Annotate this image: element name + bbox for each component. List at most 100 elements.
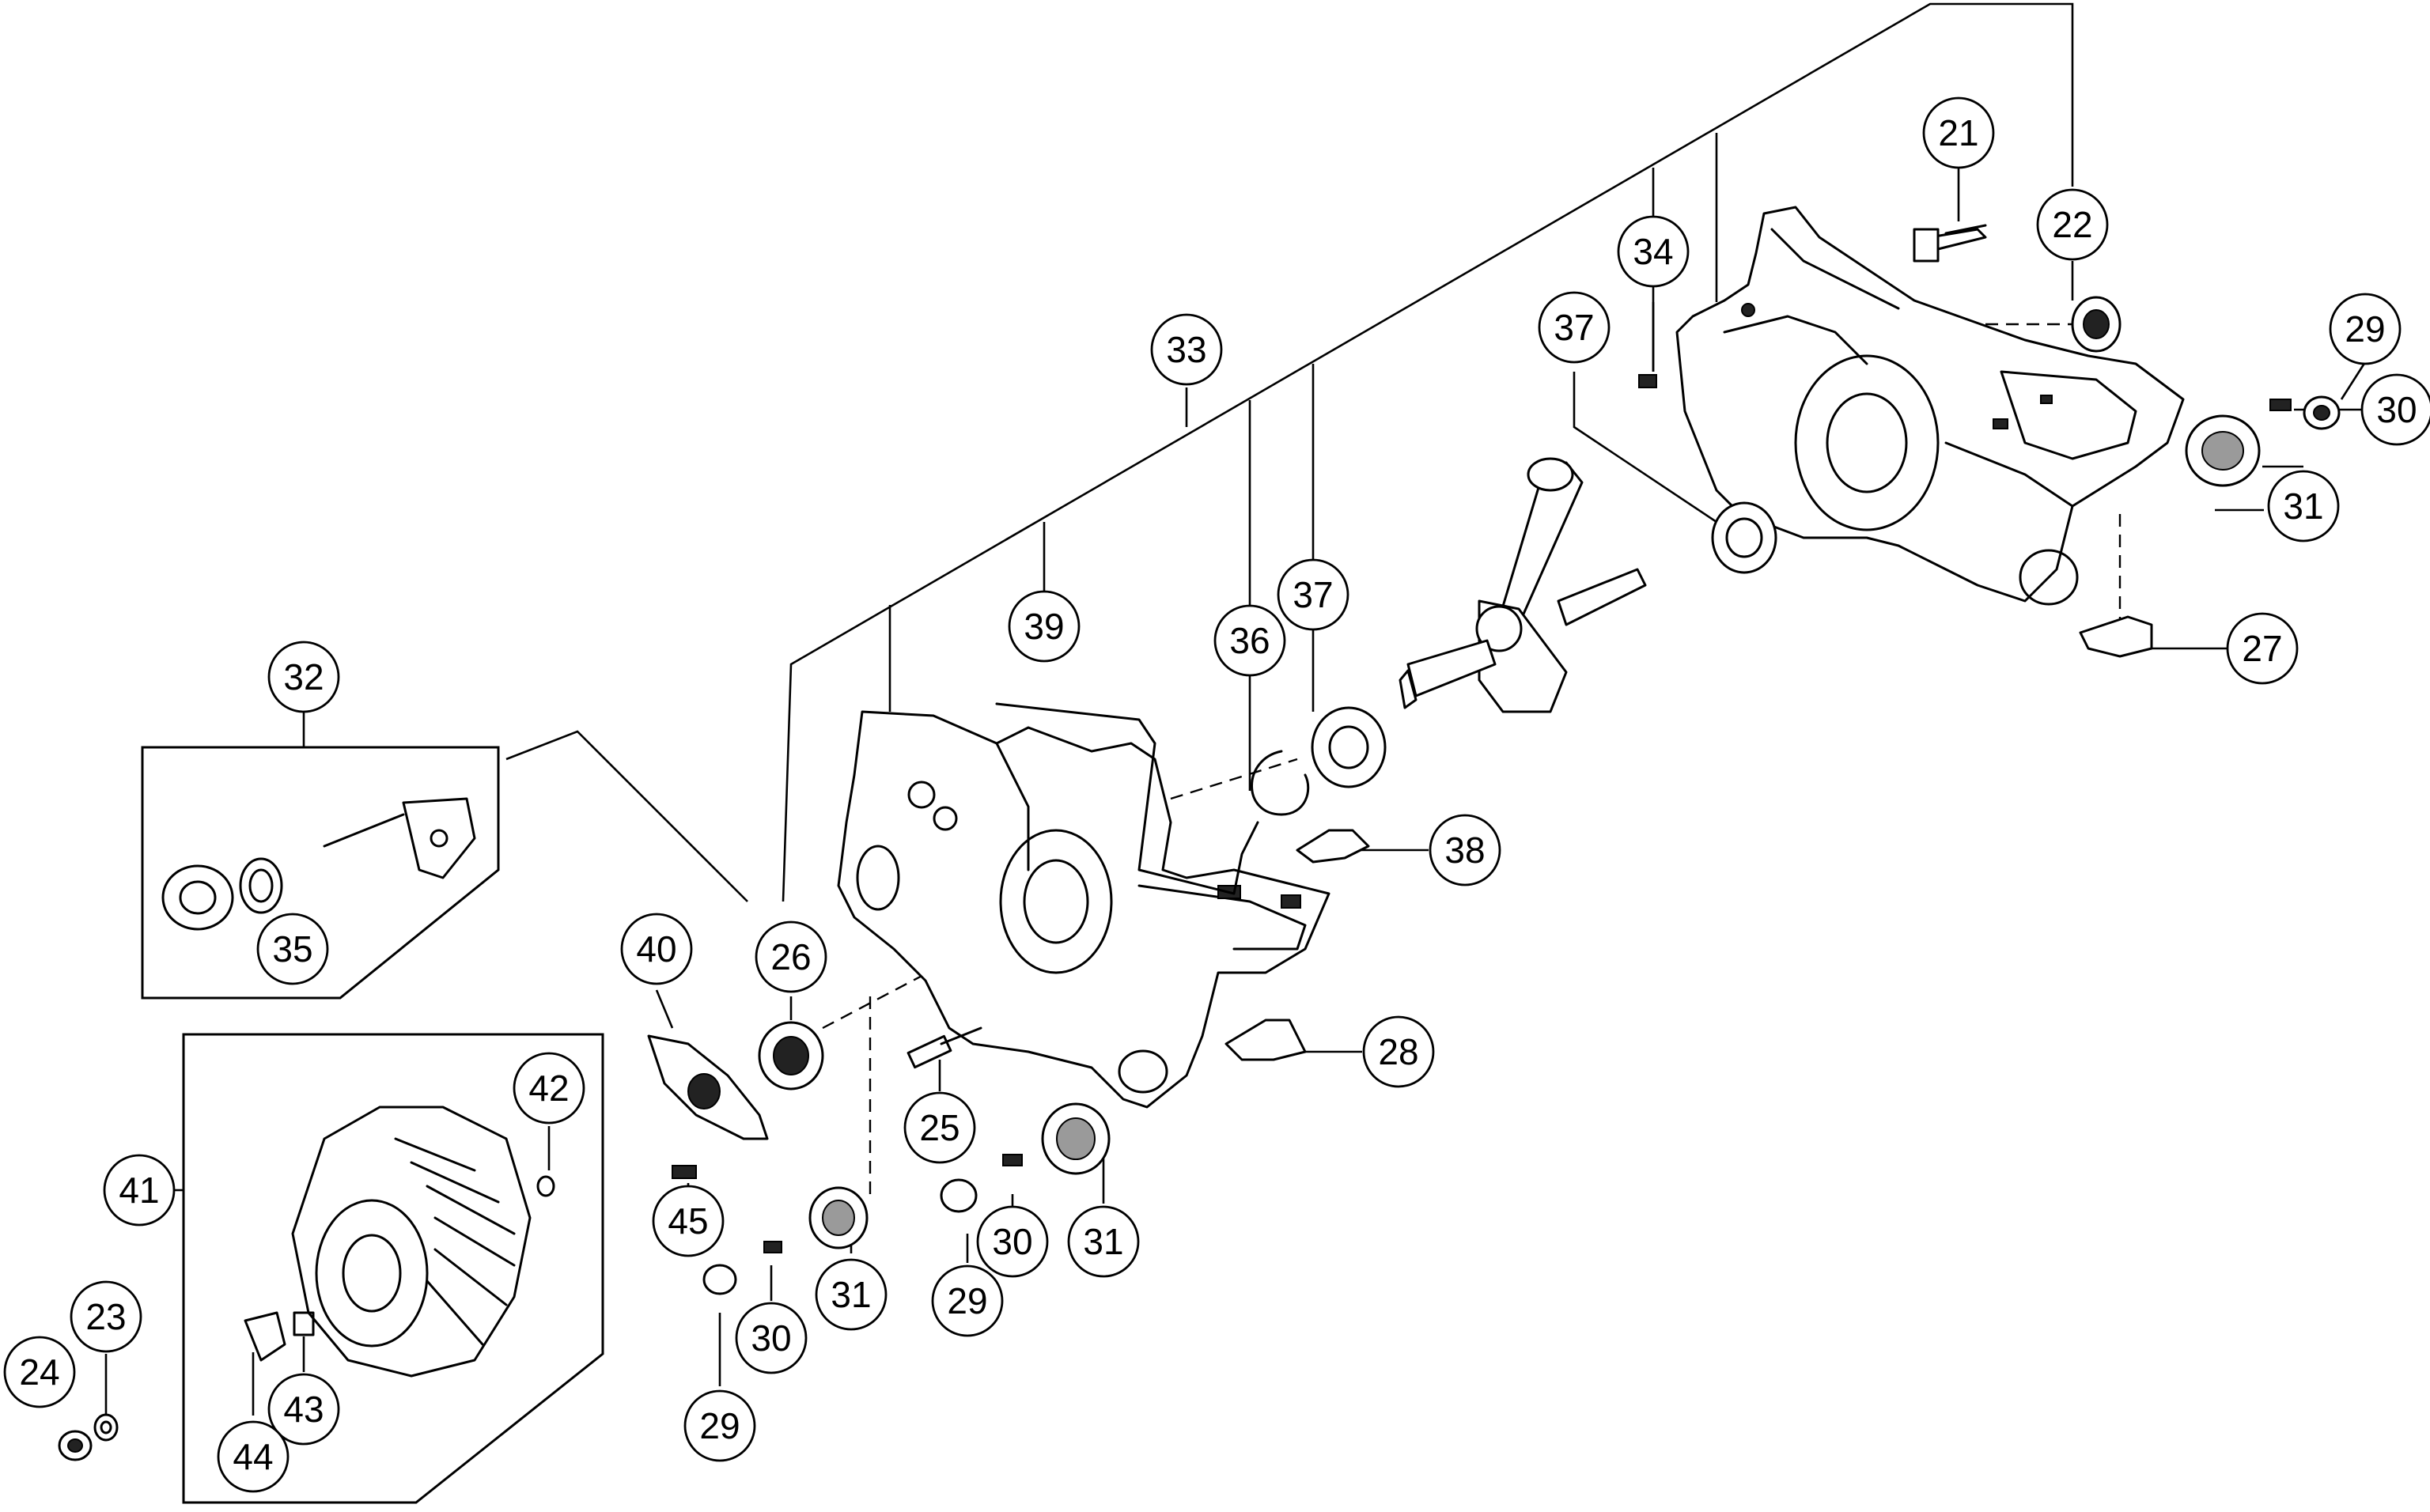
callout-circle xyxy=(931,1264,1004,1337)
callout-c38: 38 xyxy=(1429,814,1501,886)
callout-c44: 44 xyxy=(217,1420,290,1493)
callout-c27: 27 xyxy=(2226,612,2299,685)
mount-31-left xyxy=(808,1186,869,1249)
callout-c28: 28 xyxy=(1362,1015,1435,1088)
callout-label: 29 xyxy=(2345,308,2385,350)
callout-label: 42 xyxy=(528,1068,569,1109)
nut-24 xyxy=(58,1430,93,1461)
callout-label: 24 xyxy=(19,1351,59,1393)
callout-c39: 39 xyxy=(1008,590,1081,663)
screw-25 xyxy=(907,1026,982,1069)
bolt-21 xyxy=(1913,224,1987,263)
callout-c37b: 37 xyxy=(1277,558,1349,631)
callout-circle xyxy=(2267,470,2340,542)
callout-c31c: 31 xyxy=(815,1258,888,1331)
callout-label: 21 xyxy=(1938,112,1978,153)
callout-circle xyxy=(1362,1015,1435,1088)
callout-circle xyxy=(755,920,827,993)
callout-circle xyxy=(3,1336,76,1408)
callout-c25: 25 xyxy=(903,1091,976,1164)
callout-circle xyxy=(70,1280,142,1353)
callout-circle xyxy=(683,1389,756,1462)
flywheel-kit-frame xyxy=(182,1033,604,1504)
callout-label: 35 xyxy=(272,928,312,970)
bracket-27 xyxy=(2079,615,2153,658)
screw-45 xyxy=(672,1165,697,1179)
callout-label: 33 xyxy=(1166,329,1206,370)
callout-label: 39 xyxy=(1024,606,1064,647)
callout-c34: 34 xyxy=(1617,215,1690,288)
callout-circle xyxy=(1213,604,1286,677)
callout-label: 25 xyxy=(919,1107,960,1148)
screw-30-left xyxy=(763,1241,782,1253)
callout-label: 30 xyxy=(751,1317,791,1359)
callout-label: 37 xyxy=(1293,574,1333,615)
callout-circle xyxy=(1277,558,1349,631)
callout-label: 22 xyxy=(2052,204,2092,245)
callout-label: 26 xyxy=(770,936,811,977)
callout-circle xyxy=(1922,96,1995,169)
callout-circle xyxy=(267,1373,340,1446)
seal-26 xyxy=(758,1021,824,1091)
mount-31-middle xyxy=(1041,1102,1111,1175)
callout-circle xyxy=(2036,188,2109,261)
washer-23 xyxy=(93,1413,119,1442)
callout-label: 30 xyxy=(2376,389,2417,430)
callout-label: 31 xyxy=(831,1274,871,1315)
circlip-36 xyxy=(1251,750,1310,816)
callout-c45: 45 xyxy=(652,1185,725,1257)
callout-circle xyxy=(256,913,329,985)
callout-circle xyxy=(217,1420,290,1493)
spring-43 xyxy=(293,1311,315,1336)
callout-label: 43 xyxy=(283,1389,324,1430)
callout-circle xyxy=(267,641,340,713)
callout-c21: 21 xyxy=(1922,96,1995,169)
callout-circle xyxy=(1008,590,1081,663)
damper-29-left xyxy=(702,1264,737,1295)
callout-circle xyxy=(1538,291,1611,364)
callout-label: 29 xyxy=(947,1280,987,1321)
gasket-39 xyxy=(995,702,1259,895)
bearing-37-lower xyxy=(1311,706,1387,788)
callout-c23: 23 xyxy=(70,1280,142,1353)
callout-c37a: 37 xyxy=(1538,291,1611,364)
bracket-28 xyxy=(1224,1019,1307,1061)
callout-c26: 26 xyxy=(755,920,827,993)
callout-circle xyxy=(652,1185,725,1257)
bearing-37-upper xyxy=(1711,501,1777,574)
callout-circle xyxy=(513,1052,585,1125)
callout-circle xyxy=(1067,1205,1140,1278)
callout-c30b: 30 xyxy=(976,1205,1049,1278)
callout-circle xyxy=(735,1302,808,1374)
callout-label: 28 xyxy=(1378,1031,1418,1072)
callout-label: 45 xyxy=(668,1200,708,1242)
crankcase-right-half xyxy=(1675,206,2185,606)
callout-c42: 42 xyxy=(513,1052,585,1125)
callout-c22: 22 xyxy=(2036,188,2109,261)
callout-circle xyxy=(1150,313,1223,386)
plate-40 xyxy=(647,1034,769,1140)
callout-label: 44 xyxy=(233,1436,273,1477)
starter-pawl-kit xyxy=(161,797,476,931)
pin-34 xyxy=(1638,374,1657,388)
callout-circle xyxy=(1429,814,1501,886)
callout-c35: 35 xyxy=(256,913,329,985)
flywheel xyxy=(291,1106,555,1378)
callout-circle xyxy=(2226,612,2299,685)
callout-label: 27 xyxy=(2242,628,2282,669)
callout-c31a: 31 xyxy=(2267,470,2340,542)
bracket-38 xyxy=(1296,829,1370,864)
crankshaft xyxy=(1399,457,1647,713)
callout-label: 37 xyxy=(1554,307,1594,348)
callout-circle xyxy=(976,1205,1049,1278)
callout-c29c: 29 xyxy=(683,1389,756,1462)
damper-29-right xyxy=(2303,395,2341,430)
pawl-44 xyxy=(244,1311,286,1362)
callout-label: 29 xyxy=(699,1405,740,1446)
callout-c40: 40 xyxy=(620,913,693,985)
damper-29-middle xyxy=(940,1178,978,1213)
callout-circle xyxy=(620,913,693,985)
callout-c30a: 30 xyxy=(2360,373,2430,446)
